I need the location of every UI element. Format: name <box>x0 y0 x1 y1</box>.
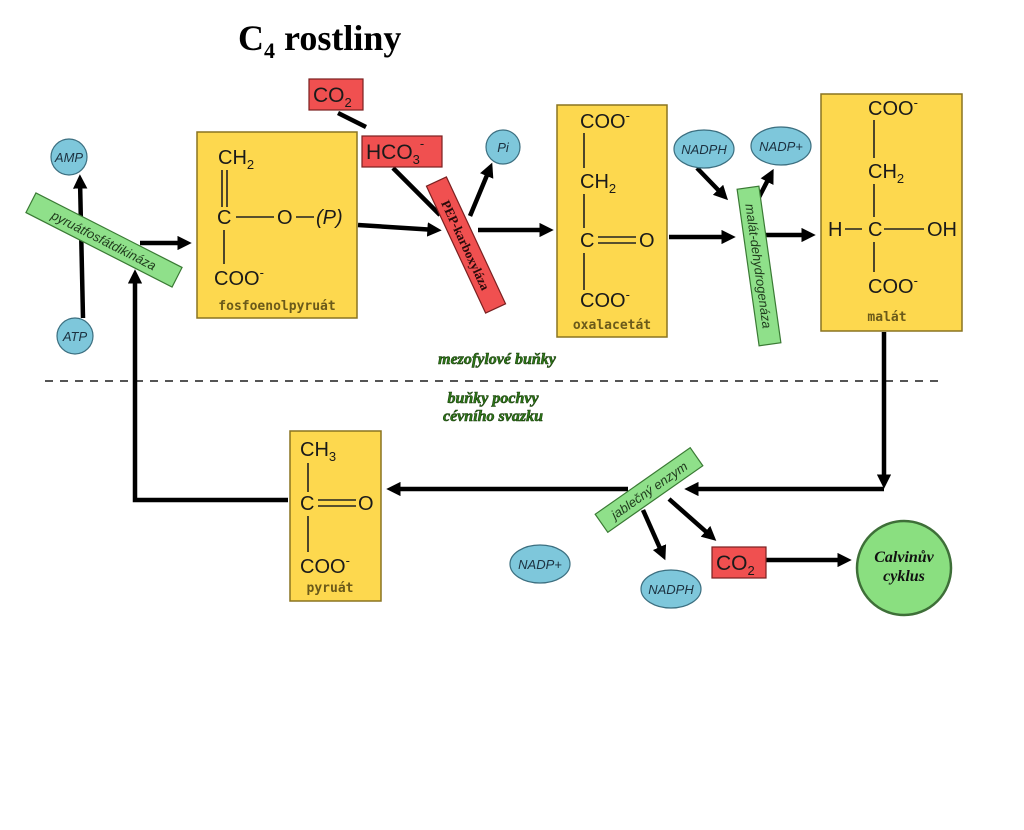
enzyme-mdh[interactable]: malát-dehydrogenáza <box>736 185 782 347</box>
malate-ch2: CH2 <box>868 161 904 186</box>
oaa-coo-top: COO- <box>580 108 630 133</box>
pyruvate-c: C <box>300 493 314 515</box>
svg-text:CO2: CO2 <box>716 552 755 578</box>
pep-o: O <box>277 207 293 229</box>
molecule-pep[interactable]: CH2 C O (P) COO- fosfoenolpyruát <box>196 131 358 319</box>
pep-ch2: CH2 <box>218 147 254 172</box>
pep-coo: COO- <box>214 265 264 290</box>
molecule-oxalacetate[interactable]: COO- CH2 C O COO- oxalacetát <box>556 104 668 338</box>
inorganic-co2-top[interactable]: CO2 <box>308 78 364 111</box>
malate-h: H <box>828 219 842 241</box>
region-label-bundle-sheath-1: buňky pochvy <box>447 390 539 407</box>
oaa-c: C <box>580 230 594 252</box>
pyruvate-coo: COO- <box>300 553 350 578</box>
arrow-pepc-to-pi <box>467 162 494 217</box>
malate-oh: OH <box>927 219 957 241</box>
svg-text:Pi: Pi <box>497 140 510 155</box>
molecule-pyruvate[interactable]: CH3 C O COO- pyruát <box>289 430 382 602</box>
arrow-pyruvate-return <box>127 269 288 503</box>
arrow-nadph-to-mdh <box>695 166 728 201</box>
link-co2-hco3 <box>336 110 368 130</box>
svg-text:NADP+: NADP+ <box>518 557 562 572</box>
svg-text:AMP: AMP <box>54 150 84 165</box>
pep-c: C <box>217 207 231 229</box>
pep-phosphate: (P) <box>316 207 343 229</box>
cofactor-pi[interactable]: Pi <box>485 129 521 165</box>
molecule-name-oxalacetate: oxalacetát <box>573 318 651 333</box>
cofactor-nadp-top[interactable]: NADP+ <box>750 126 812 166</box>
pyruvate-ch3: CH3 <box>300 439 336 464</box>
pyruvate-o: O <box>358 493 374 515</box>
malate-c: C <box>868 219 882 241</box>
inorganic-hco3[interactable]: HCO3- <box>361 135 443 168</box>
enzyme-pepc[interactable]: PEP-karboxyláza <box>425 176 507 314</box>
arrow-me-to-co2 <box>667 497 717 541</box>
svg-text:CO2: CO2 <box>313 84 352 110</box>
svg-text:Calvinův: Calvinův <box>874 549 934 566</box>
molecule-name-pep: fosfoenolpyruát <box>218 299 335 314</box>
svg-text:pyruátfosfátdikináza: pyruátfosfátdikináza <box>48 207 159 273</box>
page-title: C4 rostliny <box>238 18 401 63</box>
cofactor-nadp-bottom[interactable]: NADP+ <box>509 544 571 584</box>
link-hco3-pepc <box>391 166 442 217</box>
inorganic-co2-bottom[interactable]: CO2 <box>711 546 767 579</box>
cofactor-amp[interactable]: AMP <box>50 138 88 176</box>
svg-text:cyklus: cyklus <box>883 568 925 585</box>
molecule-malate[interactable]: COO- CH2 H C OH COO- malát <box>820 93 963 332</box>
cofactor-atp[interactable]: ATP <box>56 317 94 355</box>
oaa-o: O <box>639 230 655 252</box>
arrow-atp-to-amp <box>72 174 88 319</box>
cofactor-nadph-top[interactable]: NADPH <box>673 129 735 169</box>
molecule-name-malate: malát <box>867 310 906 325</box>
oaa-coo-bottom: COO- <box>580 287 630 312</box>
region-label-mesophyll: mezofylové buňky <box>438 351 557 368</box>
malate-coo-bottom: COO- <box>868 273 918 298</box>
svg-text:ATP: ATP <box>62 329 88 344</box>
cofactor-nadph-bottom[interactable]: NADPH <box>640 569 702 609</box>
arrow-pep-to-pepc <box>357 222 442 237</box>
svg-text:HCO3-: HCO3- <box>366 136 424 167</box>
enzyme-ppdk[interactable]: pyruátfosfátdikináza <box>25 192 183 288</box>
calvin-cycle[interactable]: Calvinův cyklus <box>855 519 953 617</box>
arrow-me-to-nadph <box>640 509 667 561</box>
malate-coo-top: COO- <box>868 95 918 120</box>
svg-text:PEP-karboxyláza: PEP-karboxyláza <box>438 198 493 293</box>
svg-text:NADP+: NADP+ <box>759 139 803 154</box>
molecule-name-pyruvate: pyruát <box>307 581 354 596</box>
oaa-ch2: CH2 <box>580 171 616 196</box>
region-label-bundle-sheath-2: cévního svazku <box>443 408 543 425</box>
svg-text:NADPH: NADPH <box>648 582 694 597</box>
svg-text:NADPH: NADPH <box>681 142 727 157</box>
